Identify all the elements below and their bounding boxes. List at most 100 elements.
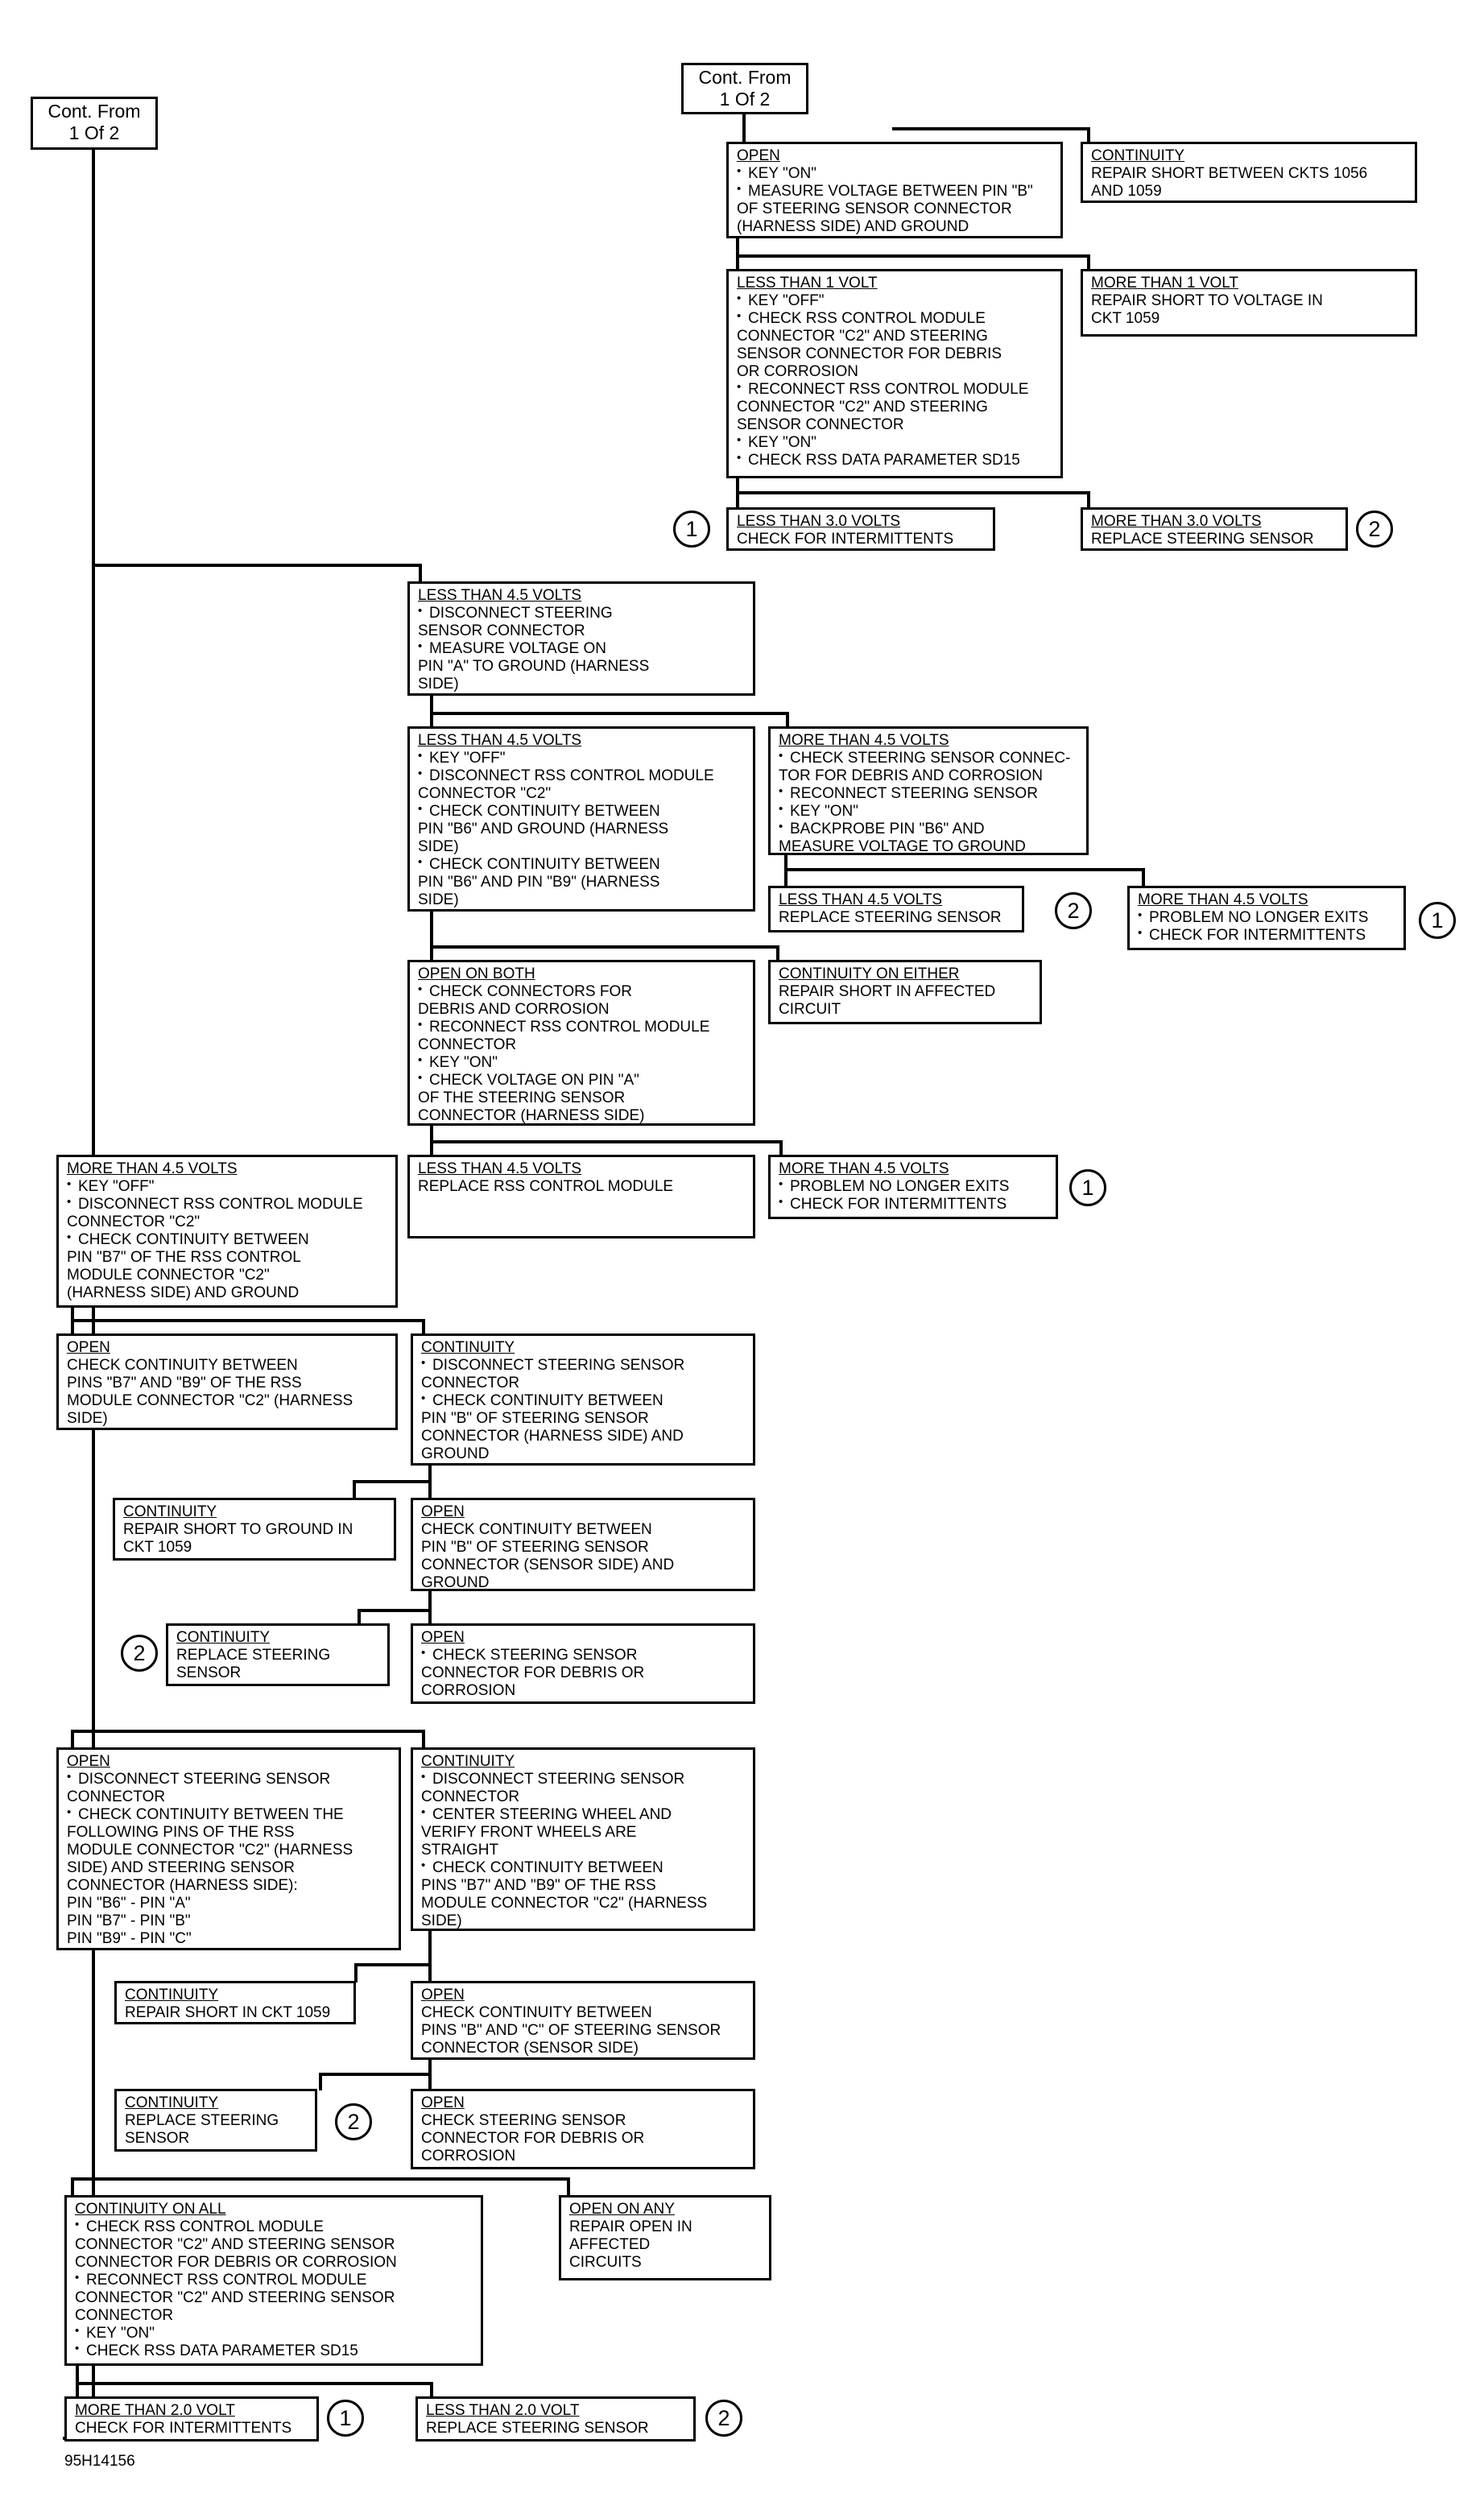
- box-text-line: REPAIR SHORT BETWEEN CKTS 1056: [1091, 165, 1368, 182]
- box-heading: CONTINUITY: [176, 1629, 271, 1646]
- box-text-line: CORROSION: [421, 2148, 516, 2164]
- box-text-line: STRAIGHT: [421, 1842, 499, 1859]
- box-text-line: REPAIR OPEN IN: [569, 2218, 692, 2235]
- box-heading: LESS THAN 4.5 VOLTS: [418, 1160, 582, 1177]
- box-bullet-line: CHECK STEERING SENSOR CONNEC-: [779, 750, 1080, 767]
- box-text-line: CONNECTOR FOR DEBRIS OR: [421, 2130, 645, 2147]
- box-text-line: (HARNESS SIDE) AND GROUND: [67, 1284, 300, 1301]
- result-problem-no-longer-exits-b: MORE THAN 4.5 VOLTSPROBLEM NO LONGER EXI…: [768, 1155, 1058, 1219]
- box-bullet-line: CHECK STEERING SENSOR: [421, 1647, 746, 1664]
- box-bullet-line: KEY "ON": [75, 2325, 474, 2342]
- step-less-than-1-volt: LESS THAN 1 VOLTKEY "OFF"CHECK RSS CONTR…: [726, 269, 1063, 478]
- ref-circle-1: 1: [1069, 1169, 1106, 1206]
- box-bullet-line: MEASURE VOLTAGE ON: [418, 640, 746, 658]
- box-bullet-line: CHECK RSS DATA PARAMETER SD15: [75, 2342, 474, 2360]
- box-text-line: CHECK CONTINUITY BETWEEN: [421, 2004, 652, 2021]
- box-text-line: PIN "B" OF STEERING SENSOR: [421, 1539, 649, 1556]
- box-heading: OPEN: [421, 1629, 465, 1646]
- box-text-line: DEBRIS AND CORROSION: [418, 1001, 610, 1018]
- box-heading: LESS THAN 4.5 VOLTS: [779, 891, 943, 908]
- box-heading: OPEN: [421, 1503, 465, 1520]
- box-text-line: REPLACE STEERING SENSOR: [1091, 531, 1314, 548]
- step-continuity-center-wheel: CONTINUITYDISCONNECT STEERING SENSORCONN…: [411, 1747, 755, 1931]
- box-bullet-line: CHECK CONTINUITY BETWEEN: [418, 803, 746, 821]
- box-text-line: REPAIR SHORT TO GROUND IN: [123, 1521, 353, 1538]
- box-bullet-line: KEY "ON": [779, 803, 1080, 821]
- box-heading: MORE THAN 2.0 VOLT: [75, 2402, 235, 2419]
- box-text-line: CIRCUITS: [569, 2254, 642, 2271]
- box-text-line: SENSOR CONNECTOR FOR DEBRIS: [737, 345, 1002, 362]
- box-bullet-line: CHECK RSS CONTROL MODULE: [737, 310, 1054, 328]
- box-text-line: PIN "B6" AND PIN "B9" (HARNESS: [418, 874, 660, 891]
- box-bullet-line: CHECK CONTINUITY BETWEEN: [421, 1392, 746, 1410]
- box-heading: CONTINUITY ON ALL: [75, 2201, 226, 2218]
- box-bullet-line: CHECK CONTINUITY BETWEEN: [418, 856, 746, 874]
- box-heading: CONTINUITY: [125, 2094, 219, 2111]
- box-text-line: CONNECTOR "C2" AND STEERING: [737, 399, 988, 416]
- box-heading: OPEN: [67, 1753, 110, 1770]
- box-text-line: GROUND: [421, 1574, 490, 1591]
- box-text-line: CKT 1059: [123, 1539, 192, 1556]
- box-text-line: REPAIR SHORT IN CKT 1059: [125, 2004, 331, 2021]
- box-heading: OPEN: [421, 2094, 465, 2111]
- step-continuity-on-all: CONTINUITY ON ALLCHECK RSS CONTROL MODUL…: [64, 2195, 483, 2366]
- ref-circle-1: 1: [1419, 902, 1456, 939]
- box-heading: LESS THAN 1 VOLT: [737, 275, 878, 291]
- ref-circle-2: 2: [121, 1635, 158, 1672]
- box-text-line: CONNECTOR: [421, 1375, 520, 1391]
- box-bullet-line: RECONNECT RSS CONTROL MODULE: [737, 381, 1054, 399]
- box-bullet-line: CHECK RSS DATA PARAMETER SD15: [737, 452, 1054, 469]
- box-bullet-line: DISCONNECT STEERING: [418, 605, 746, 622]
- box-heading: OPEN: [67, 1339, 110, 1356]
- box-text-line: SENSOR CONNECTOR: [418, 622, 585, 639]
- box-bullet-line: CHECK CONTINUITY BETWEEN: [67, 1231, 389, 1249]
- box-text-line: FOLLOWING PINS OF THE RSS: [67, 1824, 295, 1841]
- box-text-line: REPAIR SHORT IN AFFECTED: [779, 983, 996, 1000]
- box-heading: CONTINUITY: [421, 1753, 515, 1770]
- box-text-line: SIDE): [418, 838, 459, 855]
- box-text-line: CONNECTOR "C2": [418, 785, 552, 802]
- box-text-line: CIRCUIT: [779, 1001, 841, 1018]
- box-text-line: CONNECTOR "C2" AND STEERING SENSOR: [75, 2289, 395, 2306]
- ref-circle-2: 2: [335, 2103, 372, 2140]
- result-problem-no-longer-exits-a: MORE THAN 4.5 VOLTSPROBLEM NO LONGER EXI…: [1127, 886, 1406, 950]
- box-bullet-line: PROBLEM NO LONGER EXITS: [779, 1178, 1049, 1196]
- box-heading: CONTINUITY: [125, 1987, 219, 2003]
- box-text-line: SENSOR: [176, 1664, 242, 1681]
- ref-circle-2: 2: [705, 2400, 742, 2437]
- box-text-line: OF STEERING SENSOR CONNECTOR: [737, 201, 1012, 217]
- box-text-line: CONNECTOR (SENSOR SIDE): [421, 2040, 639, 2057]
- box-heading: CONTINUITY: [1091, 147, 1185, 164]
- box-text-line: REPAIR SHORT TO VOLTAGE IN: [1091, 292, 1323, 309]
- box-bullet-line: CHECK RSS CONTROL MODULE: [75, 2218, 474, 2236]
- box-text-line: MODULE CONNECTOR "C2" (HARNESS: [421, 1895, 708, 1912]
- box-heading: LESS THAN 3.0 VOLTS: [737, 513, 901, 530]
- box-text-line: CHECK STEERING SENSOR: [421, 2112, 626, 2129]
- box-text-line: CONNECTOR "C2" AND STEERING SENSOR: [75, 2236, 395, 2253]
- box-bullet-line: CENTER STEERING WHEEL AND: [421, 1806, 746, 1824]
- box-text-line: SENSOR CONNECTOR: [737, 416, 904, 433]
- box-text-line: CONNECTOR: [75, 2307, 174, 2324]
- step-open-measure-voltage: OPENKEY "ON"MEASURE VOLTAGE BETWEEN PIN …: [726, 142, 1063, 238]
- step-continuity-check-pin-b: CONTINUITYDISCONNECT STEERING SENSORCONN…: [411, 1333, 755, 1466]
- box-bullet-line: CHECK VOLTAGE ON PIN "A": [418, 1072, 746, 1089]
- step-more-than-4-5-check-b7: MORE THAN 4.5 VOLTSKEY "OFF"DISCONNECT R…: [56, 1155, 398, 1308]
- box-text-line: PIN "B7" OF THE RSS CONTROL: [67, 1249, 301, 1266]
- box-heading: MORE THAN 4.5 VOLTS: [1138, 891, 1308, 908]
- box-text-line: SIDE) AND STEERING SENSOR: [67, 1859, 295, 1876]
- box-text-line: AFFECTED: [569, 2236, 651, 2253]
- box-heading: MORE THAN 4.5 VOLTS: [779, 732, 949, 749]
- box-text-line: CONNECTOR FOR DEBRIS OR: [421, 1664, 645, 1681]
